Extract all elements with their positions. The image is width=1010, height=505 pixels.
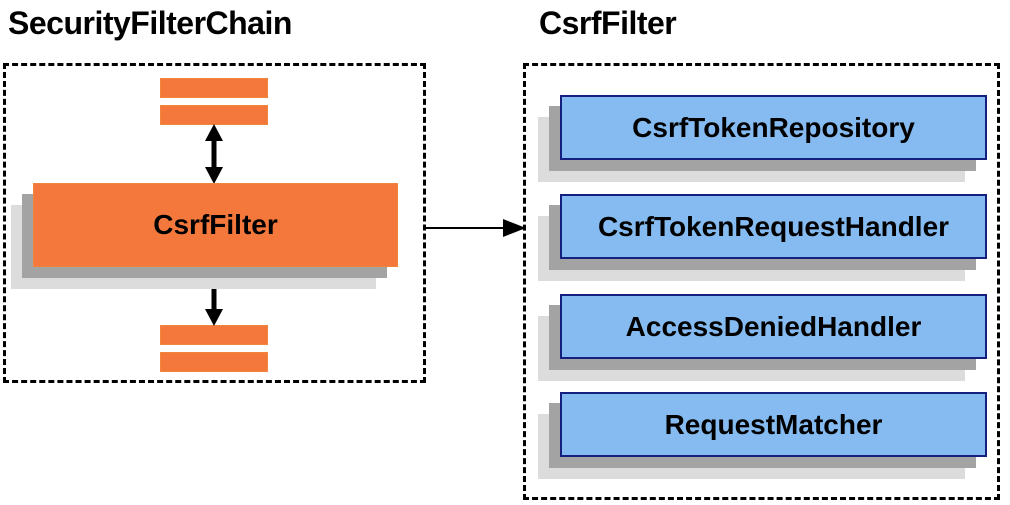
access-denied-handler-node: AccessDeniedHandler — [560, 294, 987, 359]
right-arrow-icon — [426, 219, 526, 237]
node-label: CsrfTokenRepository — [632, 111, 915, 143]
right-panel-title: CsrfFilter — [539, 5, 677, 41]
csrf-token-request-handler-node: CsrfTokenRequestHandler — [560, 194, 987, 259]
node-label: CsrfTokenRequestHandler — [597, 210, 950, 242]
csrf-filter-node: CsrfFilter — [33, 183, 398, 267]
double-arrow-icon — [205, 124, 223, 184]
security-filter-chain-panel — [3, 63, 426, 383]
request-matcher-node: RequestMatcher — [560, 392, 987, 457]
other-filter-bar — [160, 352, 268, 372]
node-label: RequestMatcher — [664, 408, 883, 440]
double-arrow-icon — [205, 266, 223, 326]
node-label: AccessDeniedHandler — [625, 310, 922, 342]
csrf-filter-panel — [523, 63, 1000, 500]
csrf-token-repository-node: CsrfTokenRepository — [560, 95, 987, 160]
left-panel-title: SecurityFilterChain — [8, 5, 292, 41]
other-filter-bar — [160, 105, 268, 125]
csrf-filter-node-label: CsrfFilter — [153, 209, 278, 240]
other-filter-bar — [160, 325, 268, 345]
other-filter-bar — [160, 78, 268, 98]
